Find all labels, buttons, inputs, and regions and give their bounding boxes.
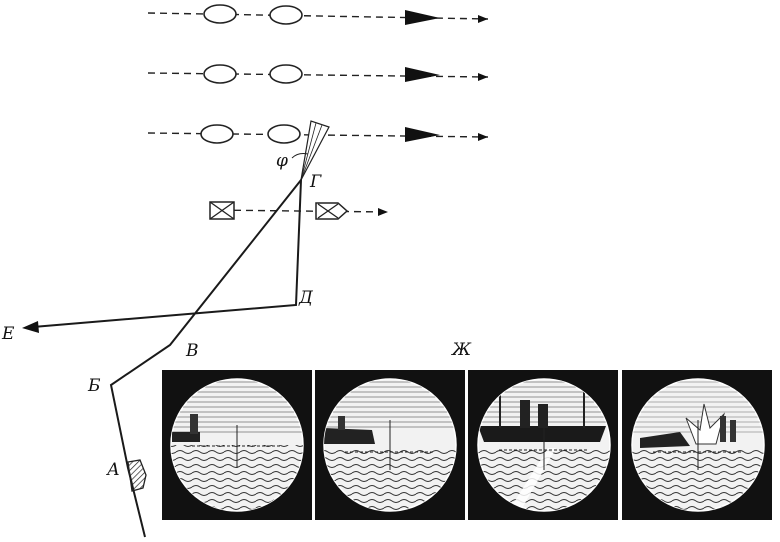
- label-point-v: В: [185, 341, 199, 361]
- reticle-4: [653, 420, 743, 470]
- torpedo-spread-fan: [291, 120, 330, 181]
- submarine-hull: [127, 459, 147, 492]
- label-point-e: Е: [1, 324, 15, 344]
- periscope-panel-2: [315, 370, 465, 520]
- submarine-track: [22, 176, 303, 538]
- periscope-panel-4: [622, 370, 772, 520]
- direction-arrow-1: [405, 10, 440, 25]
- label-periscope-views: Ж: [451, 340, 472, 360]
- convoy-column-1: [147, 4, 489, 25]
- escort-ship-1: [209, 201, 235, 220]
- direction-arrow-2: [405, 67, 440, 82]
- reticle-2: [345, 420, 435, 470]
- direction-arrow-3: [405, 127, 440, 142]
- reticle-3: [499, 420, 589, 470]
- convoy-column-2: [147, 64, 489, 84]
- periscope-panel-3: [468, 370, 618, 520]
- label-point-g: Г: [309, 172, 322, 192]
- periscope-panel-1: [162, 370, 312, 520]
- label-point-b: Б: [87, 376, 101, 396]
- label-angle-phi: φ: [276, 151, 288, 171]
- reticle-1: [192, 425, 282, 468]
- label-point-a: А: [106, 460, 120, 480]
- label-point-d: Д: [298, 288, 314, 308]
- escort-ship-2: [315, 202, 349, 220]
- exit-arrowhead: [22, 321, 39, 333]
- escort-column: [209, 201, 389, 220]
